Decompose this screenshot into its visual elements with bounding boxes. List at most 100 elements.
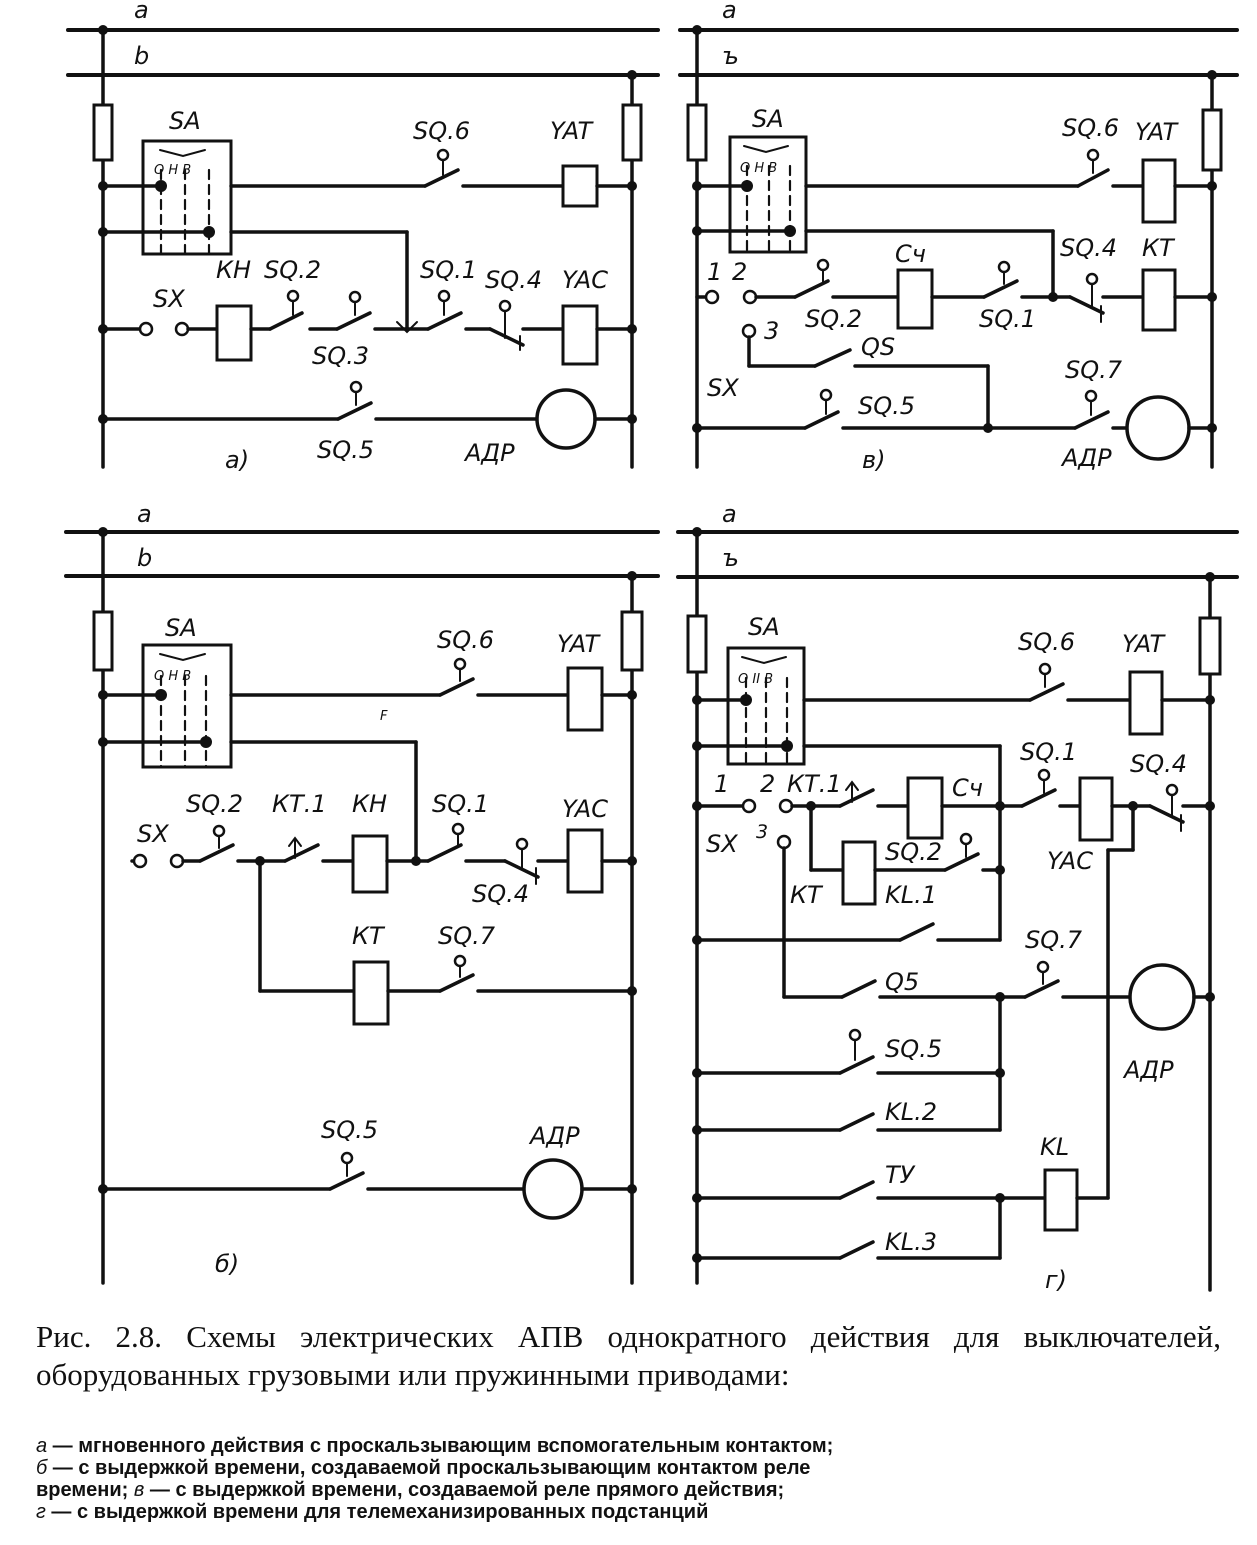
sq5-label: SQ.5	[317, 436, 374, 464]
sq1-label: SQ.1	[1020, 738, 1077, 766]
kt-label: КТ	[352, 922, 386, 950]
note-v-text: — с выдержкой времени, создаваемой реле …	[144, 1479, 785, 1501]
sq2-label: SQ.2	[885, 838, 942, 866]
sq4-label: SQ.4	[472, 880, 529, 908]
note-v-lead: времени;	[36, 1479, 129, 1501]
sa-positions: О Н В	[740, 161, 777, 176]
sq6-label: SQ.6	[1062, 114, 1119, 142]
kt1-label: КТ.1	[787, 770, 842, 798]
kl-coil	[1043, 1168, 1079, 1232]
panel-v: a ъ SA О Н В SQ.6 YAT	[678, 0, 1239, 474]
node-2-label: 2	[760, 770, 775, 798]
sx-label: SX	[137, 820, 169, 848]
yac-coil	[566, 828, 604, 894]
adr-label: АДР	[463, 439, 515, 467]
sq6-label: SQ.6	[413, 117, 470, 145]
sq5-label: SQ.5	[885, 1035, 942, 1063]
kh-label: КН	[352, 790, 387, 818]
sa-positions: О II В	[738, 672, 773, 687]
sq4-label: SQ.4	[485, 266, 542, 294]
note-g-key: г	[36, 1501, 46, 1523]
node-3-label: 3	[756, 821, 768, 843]
caption-note-v: времени; в — с выдержкой времени, создав…	[36, 1479, 1221, 1501]
caption-note-g: г — с выдержкой времени для телемеханизи…	[36, 1501, 1221, 1523]
sx-label: SX	[706, 830, 738, 858]
yac-label: YAC	[1047, 847, 1093, 875]
counter-coil	[896, 268, 934, 330]
panel-a-tag: а)	[225, 446, 249, 474]
sq7-label: SQ.7	[1065, 356, 1123, 384]
yat-coil	[1141, 158, 1177, 224]
adr-label: АДР	[528, 1122, 580, 1150]
sa-positions: О Н В	[154, 669, 191, 684]
yac-label: YAC	[562, 266, 608, 294]
sx-label: SX	[153, 285, 185, 313]
sq3-label: SQ.3	[312, 342, 369, 370]
yat-label: YAT	[550, 117, 594, 145]
counter-coil	[906, 776, 944, 840]
yat-label: YAT	[1122, 630, 1166, 658]
sa-label: SA	[165, 614, 197, 642]
sq1-label: SQ.1	[979, 305, 1036, 333]
kt-coil	[1141, 268, 1177, 332]
adr-motor	[1128, 963, 1196, 1031]
node-1-label: 1	[714, 770, 729, 798]
adr-motor	[522, 1158, 584, 1220]
sa-positions: О Н В	[154, 163, 191, 178]
note-b-text: — с выдержкой времени, создаваемой проск…	[47, 1457, 811, 1479]
fuse-left	[686, 614, 708, 674]
sa-label: SA	[752, 105, 784, 133]
fuse-left	[92, 610, 114, 672]
adr-label: АДР	[1122, 1056, 1174, 1084]
sq1-label: SQ.1	[432, 790, 489, 818]
sq1-label: SQ.1	[420, 256, 477, 284]
bus-b-label: ъ	[722, 42, 739, 70]
kh-label: КН	[216, 256, 251, 284]
kl3-label: KL.3	[885, 1228, 937, 1256]
caption-note-b: б — с выдержкой времени, создаваемой про…	[36, 1457, 1221, 1479]
yat-coil	[566, 666, 604, 732]
sq2-label: SQ.2	[186, 790, 243, 818]
fuse-left	[92, 103, 114, 162]
sq2-label: SQ.2	[264, 256, 321, 284]
sq6-label: SQ.6	[1018, 628, 1075, 656]
sq7-label: SQ.7	[438, 922, 496, 950]
yat-coil	[561, 164, 599, 208]
kt-label: КТ	[790, 881, 824, 909]
yat-coil	[1128, 670, 1164, 736]
adr-motor	[1125, 395, 1191, 461]
note-b-key: б	[36, 1457, 48, 1479]
sa-label: SA	[748, 613, 780, 641]
caption-note-a: а — мгновенного действия с проскальзываю…	[36, 1435, 1221, 1457]
qs-label: QS	[861, 333, 895, 361]
panel-g-tag: г)	[1045, 1266, 1067, 1294]
sq6-label: SQ.6	[437, 626, 494, 654]
sq2-label: SQ.2	[805, 305, 862, 333]
note-v-key: в	[133, 1479, 145, 1501]
ty-label: ТУ	[885, 1161, 916, 1189]
stray-mark: F	[380, 709, 388, 724]
fuse-right	[621, 103, 643, 162]
kl-label: KL	[1040, 1133, 1069, 1161]
panel-g: a ъ SA О II В SQ.6 YAT	[676, 500, 1239, 1294]
bus-a-label: a	[722, 500, 737, 528]
sq7-label: SQ.7	[1025, 926, 1083, 954]
sx-label: SX	[707, 374, 739, 402]
sa-label: SA	[169, 107, 201, 135]
yac-label: YAC	[562, 795, 608, 823]
sq5-label: SQ.5	[858, 392, 915, 420]
figure-caption: Рис. 2.8. Схемы электрических АПВ однокр…	[36, 1319, 1221, 1392]
fuse-right	[620, 610, 644, 672]
sq4-label: SQ.4	[1130, 750, 1187, 778]
kh-coil	[351, 834, 389, 894]
counter-label: Сч	[952, 774, 983, 802]
kl1-label: KL.1	[885, 881, 937, 909]
node-3-label: 3	[764, 317, 779, 345]
fuse-left	[686, 103, 708, 162]
yac-coil	[1078, 776, 1114, 842]
fuse-right	[1201, 108, 1223, 172]
counter-label: Сч	[895, 240, 926, 268]
panel-v-tag: в)	[862, 446, 886, 474]
bus-a-label: a	[722, 0, 737, 24]
sa-switch-body	[141, 139, 233, 256]
